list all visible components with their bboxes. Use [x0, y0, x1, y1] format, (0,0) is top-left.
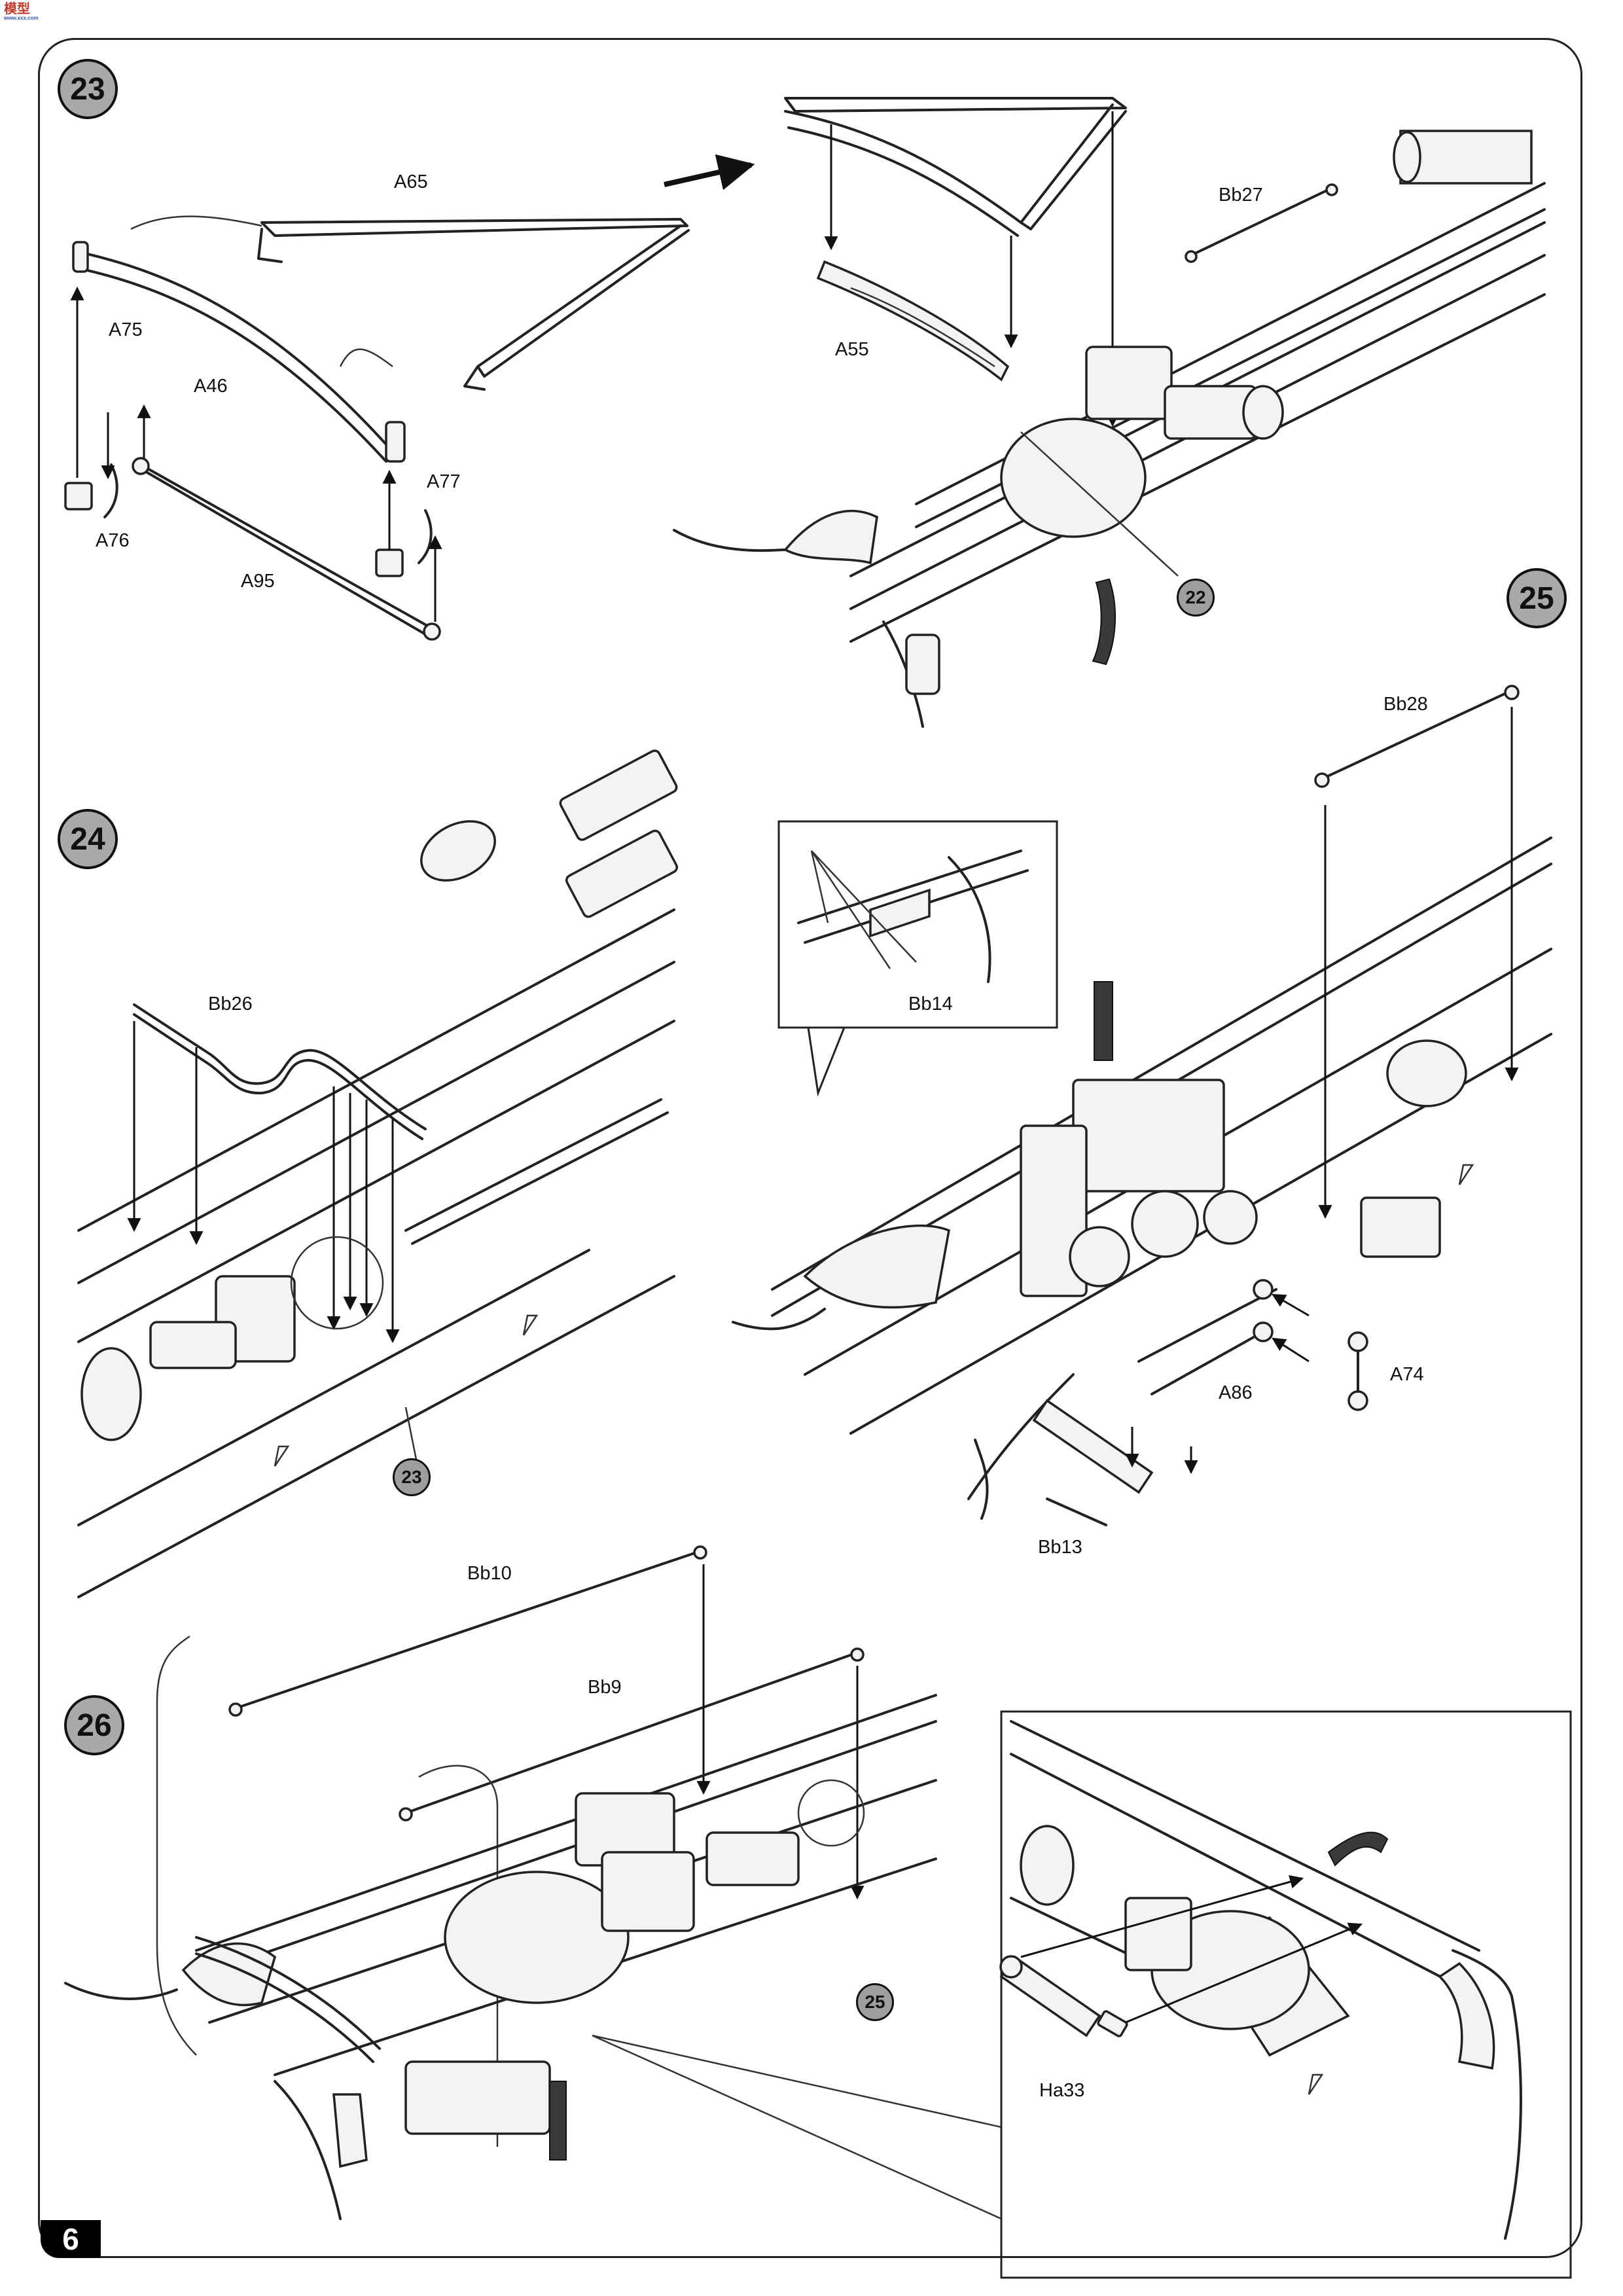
part-label-bb14: Bb14: [908, 994, 953, 1014]
publisher-logo: 模型 www.xxx.com: [4, 2, 46, 21]
part-label-a55: A55: [835, 339, 869, 360]
step-23-badge: 23: [58, 59, 118, 119]
part-label-a46: A46: [194, 376, 228, 397]
part-label-a65: A65: [394, 171, 428, 192]
page-frame: [38, 38, 1582, 2258]
step-24-drawing: [77, 749, 678, 1598]
step-26-badge: 26: [64, 1695, 124, 1755]
ref-step-22-number: 22: [1185, 587, 1206, 607]
part-label-bb28: Bb28: [1383, 694, 1428, 715]
step-26-drawing: [64, 1545, 1572, 2279]
part-label-bb13: Bb13: [1038, 1537, 1082, 1558]
part-label-bb27: Bb27: [1219, 185, 1263, 206]
ref-step-23-number: 23: [401, 1467, 422, 1487]
step-23-number: 23: [70, 71, 105, 107]
part-label-bb26: Bb26: [208, 994, 253, 1014]
step-25-drawing: [732, 685, 1552, 1526]
part-label-bb10: Bb10: [467, 1563, 512, 1584]
ref-step-23-badge: 23: [393, 1458, 431, 1496]
step-24-badge: 24: [58, 809, 118, 869]
part-label-a74: A74: [1390, 1364, 1424, 1385]
logo-url: www.xxx.com: [4, 15, 39, 21]
ref-step-25-number: 25: [865, 1992, 885, 2012]
logo-text: 模型: [4, 2, 30, 16]
step-25-badge: 25: [1507, 568, 1567, 628]
ref-step-25-badge: 25: [856, 1983, 894, 2021]
step-23-drawing: [64, 154, 755, 641]
step-23-result-drawing: [673, 97, 1546, 728]
part-label-a86: A86: [1219, 1382, 1253, 1403]
part-label-a77: A77: [427, 471, 461, 492]
step-25-number: 25: [1519, 581, 1554, 616]
part-label-bb9: Bb9: [588, 1677, 622, 1698]
ref-step-22-badge: 22: [1177, 579, 1215, 617]
part-label-a76: A76: [96, 530, 130, 551]
part-label-a95: A95: [241, 571, 275, 592]
step-26-number: 26: [77, 1708, 112, 1743]
part-label-a75: A75: [109, 319, 143, 340]
step-24-number: 24: [70, 821, 105, 857]
part-label-ha33: Ha33: [1039, 2080, 1085, 2101]
page-number: 6: [41, 2220, 101, 2258]
